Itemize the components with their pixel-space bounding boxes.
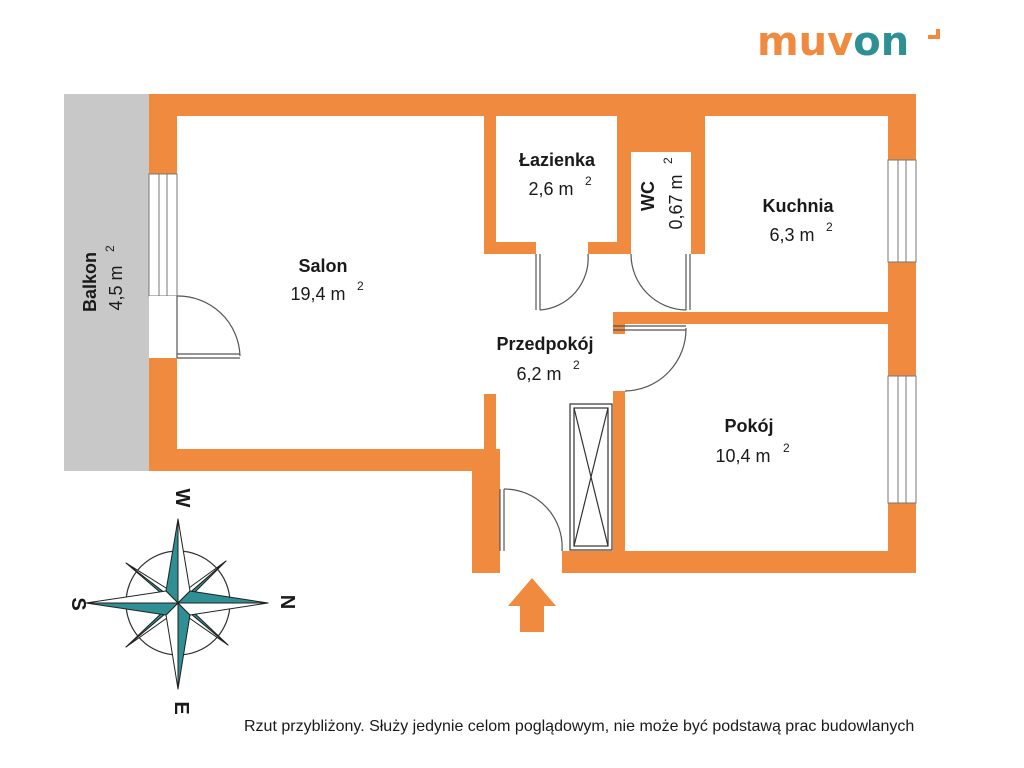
logo-text-part2: on	[853, 19, 910, 65]
pokoj-name: Pokój	[724, 416, 773, 436]
room-label-salon: Salon 19,4 m 2	[290, 256, 364, 304]
disclaimer-text: Rzut przybliżony. Służy jedynie celom po…	[244, 718, 915, 735]
salon-name: Salon	[298, 256, 347, 276]
room-label-balkon: Balkon 4,5 m 2	[80, 245, 126, 312]
kuchnia-area: 6,3 m	[769, 225, 814, 245]
wc-name: WC	[638, 181, 658, 211]
logo-corner-mark-icon	[928, 29, 940, 39]
przedpokoj-name: Przedpokój	[496, 334, 593, 354]
compass-west-label: W	[171, 489, 193, 508]
przedpokoj-area-sup: 2	[573, 358, 580, 372]
windows	[148, 159, 917, 504]
compass-east-label: E	[170, 701, 192, 714]
entrance-arrow-icon	[508, 578, 556, 632]
wardrobe	[569, 403, 613, 551]
przedpokoj-area: 6,2 m	[516, 364, 561, 384]
room-label-pokoj: Pokój 10,4 m 2	[715, 416, 790, 466]
room-label-przedpokoj: Przedpokój 6,2 m 2	[496, 334, 593, 384]
balkon-area: 4,5 m	[106, 265, 126, 310]
room-label-kuchnia: Kuchnia 6,3 m 2	[762, 196, 834, 245]
walls	[149, 94, 916, 573]
balkon-name: Balkon	[80, 252, 100, 312]
balkon-area-sup: 2	[103, 245, 117, 252]
muvon-logo: muvon	[757, 22, 909, 62]
kuchnia-name: Kuchnia	[762, 196, 834, 216]
lazienka-area: 2,6 m	[528, 179, 573, 199]
room-label-lazienka: Łazienka 2,6 m 2	[519, 150, 596, 199]
wc-area-sup: 2	[661, 157, 675, 164]
salon-area: 19,4 m	[290, 284, 345, 304]
lazienka-area-sup: 2	[585, 174, 592, 188]
pokoj-area-sup: 2	[783, 441, 790, 455]
compass-rose-icon	[85, 518, 269, 690]
compass-south-label: S	[67, 597, 89, 610]
lazienka-name: Łazienka	[519, 150, 596, 170]
room-label-wc: WC 0,67 m 2	[638, 157, 686, 230]
salon-area-sup: 2	[357, 279, 364, 293]
balcony-area	[64, 94, 149, 471]
logo-text-part1: muv	[757, 19, 854, 65]
compass-north-label: N	[276, 595, 298, 609]
wc-area: 0,67 m	[666, 174, 686, 229]
pokoj-area: 10,4 m	[715, 446, 770, 466]
doors	[149, 253, 691, 573]
kuchnia-area-sup: 2	[826, 220, 833, 234]
